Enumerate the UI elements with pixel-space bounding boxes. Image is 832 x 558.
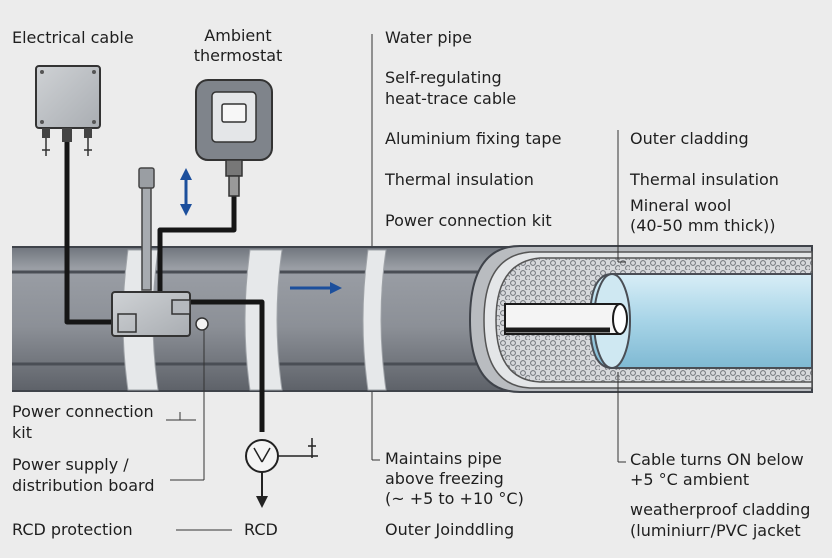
label-cable-turns-l2: +5 °C ambient — [630, 470, 750, 489]
label-power-connection-kit: Power connection kit — [385, 211, 552, 230]
label-power-connection-kit-left-l2: kit — [12, 423, 32, 442]
label-rcd-protection: RCD protection — [12, 520, 133, 539]
supply-cable — [64, 142, 112, 325]
label-ambient-thermostat-l1: Ambient — [204, 26, 272, 45]
rcd-symbol — [245, 439, 279, 473]
strap-band-3 — [362, 249, 387, 391]
label-cable-turns-l1: Cable turns ON below — [630, 450, 804, 469]
label-self-regulating-l1: Self-regulating — [385, 68, 502, 87]
label-maintains-l2: above freezing — [385, 469, 504, 488]
thermostat-cable — [157, 196, 237, 292]
label-maintains-l1: Maintains pipe — [385, 449, 502, 468]
label-power-connection-kit-left-l1: Power connection — [12, 402, 154, 421]
label-thermal-insulation: Thermal insulation — [385, 170, 534, 189]
label-maintains-l3: (~ +5 to +10 °C) — [385, 489, 524, 508]
label-rcd: RCD — [244, 520, 278, 539]
label-power-supply-l2: distribution board — [12, 476, 155, 495]
label-outer-joinddling: Outer Joinddling — [385, 520, 515, 539]
label-thermal-insulation-2: Thermal insulation — [630, 170, 779, 189]
label-water-pipe: Water pipe — [385, 28, 472, 47]
label-power-supply-l1: Power supply / — [12, 455, 129, 474]
label-weatherproof-l1: weatherproof cladding — [630, 500, 811, 519]
label-self-regulating-l2: heat-trace cable — [385, 89, 517, 108]
label-mineral-wool-l1: Mineral wool — [630, 196, 732, 215]
label-outer-cladding: Outer cladding — [630, 129, 749, 148]
rcd-cable — [190, 299, 265, 432]
label-ambient-thermostat-l2: thermostat — [193, 46, 283, 65]
label-aluminium-tape: Aluminium fixing tape — [385, 129, 562, 148]
label-electrical-cable: Electrical cable — [12, 28, 134, 47]
label-weatherproof-l2: (luminiurг/PVC jacket — [630, 521, 801, 540]
electrical-box — [35, 65, 101, 129]
label-mineral-wool-l2: (40-50 mm thick)) — [630, 216, 776, 235]
